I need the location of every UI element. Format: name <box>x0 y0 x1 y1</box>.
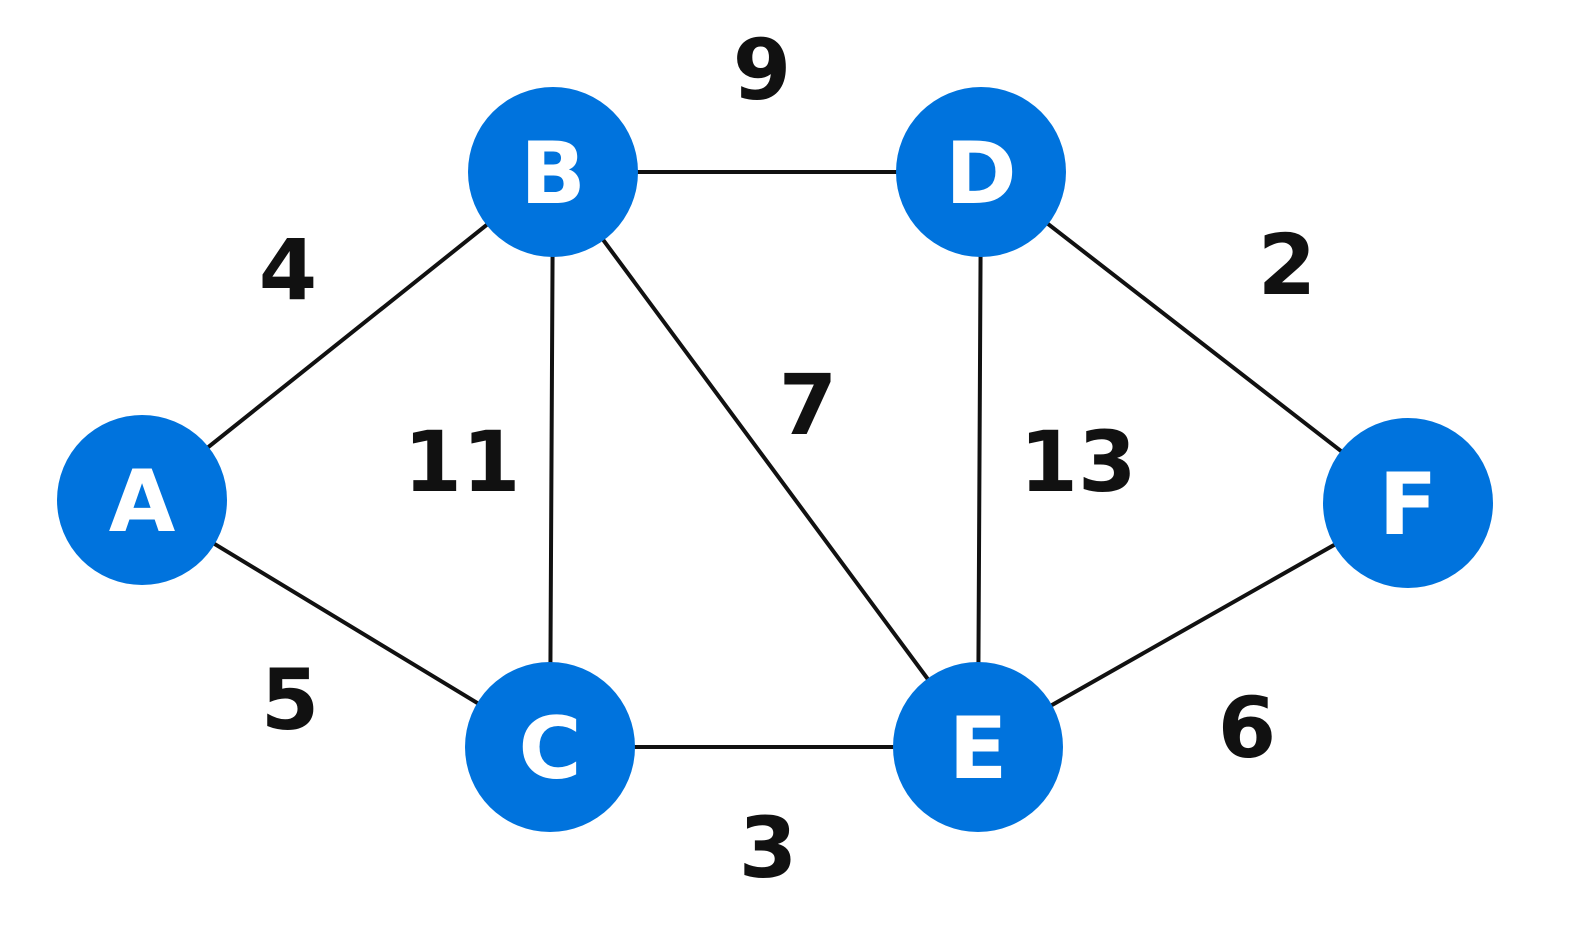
node-circle-a <box>57 415 227 585</box>
edge-weight-b-c: 11 <box>404 413 521 511</box>
edge-b-c <box>548 170 555 749</box>
node-e: E <box>893 662 1063 832</box>
edge-weight-c-e: 3 <box>739 799 797 897</box>
node-circle-d <box>896 87 1066 257</box>
node-d: D <box>896 87 1066 257</box>
node-circle-e <box>893 662 1063 832</box>
node-label-b: B <box>520 124 586 224</box>
node-label-c: C <box>518 699 581 799</box>
node-label-e: E <box>949 699 1008 799</box>
node-circle-f <box>1323 418 1493 588</box>
edge-weights-layer: 4 5 11 9 7 3 13 2 6 <box>259 21 1316 897</box>
node-circle-c <box>465 662 635 832</box>
node-b: B <box>468 87 638 257</box>
edge-a-b <box>140 170 555 502</box>
edge-weight-a-c: 5 <box>261 651 319 749</box>
node-a: A <box>57 415 227 585</box>
nodes-layer: A B C D E F <box>57 87 1493 832</box>
edge-weight-b-e: 7 <box>779 356 837 454</box>
edge-weight-d-f: 2 <box>1258 216 1316 314</box>
edge-b-e <box>551 170 980 749</box>
node-circle-b <box>468 87 638 257</box>
node-c: C <box>465 662 635 832</box>
node-label-f: F <box>1379 455 1438 555</box>
edge-d-e <box>976 170 983 749</box>
edge-d-f <box>979 170 1410 505</box>
edge-weight-a-b: 4 <box>259 221 317 319</box>
edges-layer <box>140 170 1410 749</box>
edge-weight-e-f: 6 <box>1218 679 1276 777</box>
node-label-a: A <box>109 452 176 552</box>
node-label-d: D <box>945 124 1016 224</box>
edge-weight-b-d: 9 <box>733 21 791 119</box>
node-f: F <box>1323 418 1493 588</box>
edge-weight-d-e: 13 <box>1020 413 1137 511</box>
